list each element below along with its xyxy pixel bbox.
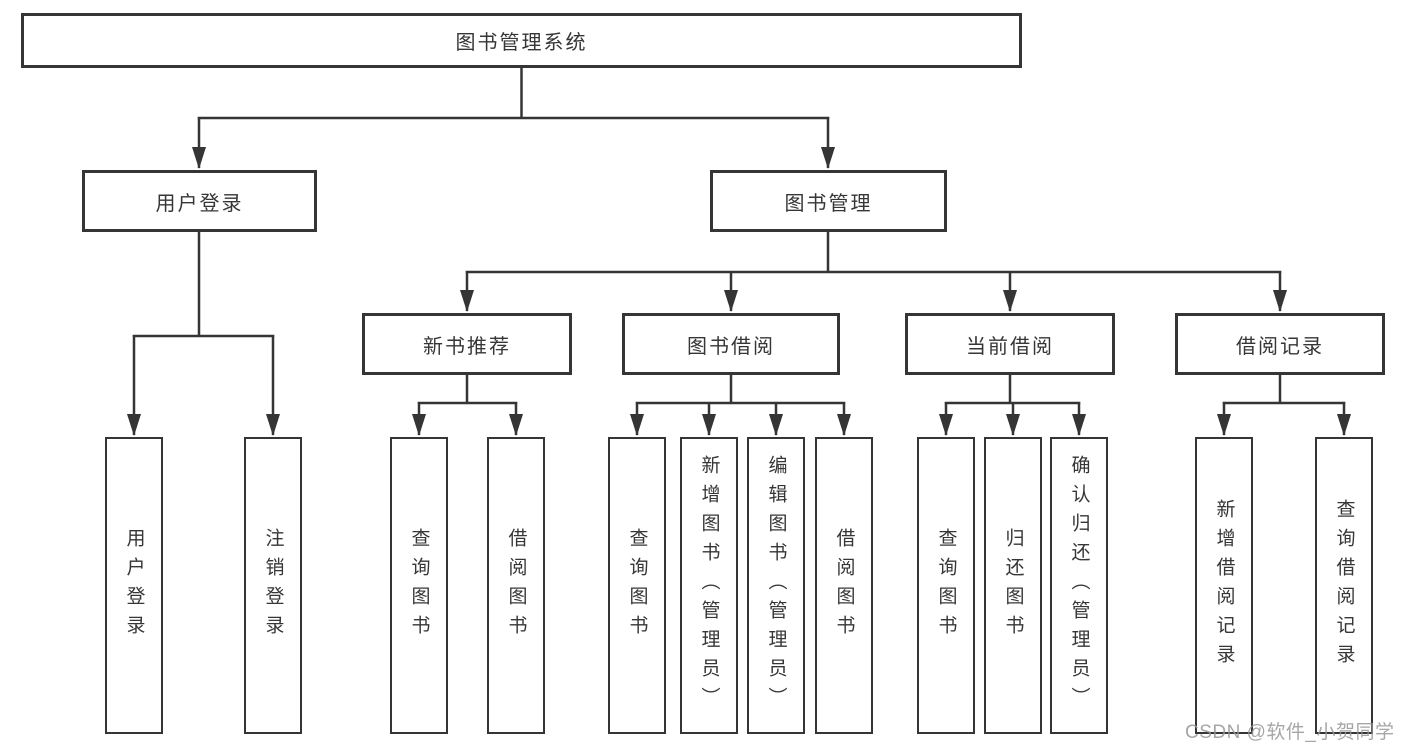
connector-user-login <box>127 230 280 436</box>
connector-root <box>192 66 835 169</box>
node-borrowing-records: 借阅记录 <box>1175 313 1385 375</box>
leaf-query-books-borrow: 查询图书 <box>608 437 666 734</box>
leaf-confirm-return-admin: 确认归还（管理员） <box>1050 437 1108 734</box>
leaf-borrow-books-recommend: 借阅图书 <box>487 437 545 734</box>
leaf-logout: 注销登录 <box>244 437 302 734</box>
csdn-watermark: CSDN @软件_小贺同学 <box>1185 722 1395 743</box>
connector-current-borrow <box>939 373 1086 436</box>
node-label: 借阅图书 <box>505 527 527 644</box>
node-label: 借阅图书 <box>833 527 855 644</box>
node-label: 图书管理系统 <box>455 32 588 54</box>
node-new-book-recommendation: 新书推荐 <box>362 313 572 375</box>
node-label: 查询图书 <box>626 527 648 644</box>
leaf-add-books-admin: 新增图书（管理员） <box>680 437 738 734</box>
node-label: 图书管理 <box>784 192 873 215</box>
leaf-user-login: 用户登录 <box>105 437 163 734</box>
node-label: 注销登录 <box>262 527 284 644</box>
node-label: 新增图书（管理员） <box>698 455 720 716</box>
leaf-add-borrow-record: 新增借阅记录 <box>1195 437 1253 734</box>
node-label: 查询图书 <box>408 527 430 644</box>
node-label: 用户登录 <box>123 527 145 644</box>
node-label: 查询借阅记录 <box>1333 498 1355 673</box>
node-label: 新增借阅记录 <box>1213 498 1235 673</box>
node-label: 借阅记录 <box>1236 335 1324 358</box>
leaf-borrow-books: 借阅图书 <box>815 437 873 734</box>
leaf-query-borrow-record: 查询借阅记录 <box>1315 437 1373 734</box>
leaf-return-books: 归还图书 <box>984 437 1042 734</box>
leaf-query-books-current: 查询图书 <box>917 437 975 734</box>
leaf-query-books-recommend: 查询图书 <box>390 437 448 734</box>
node-label: 用户登录 <box>155 192 244 215</box>
connector-book-borrow <box>630 373 851 436</box>
node-library-management-system: 图书管理系统 <box>21 13 1022 68</box>
node-label: 图书借阅 <box>687 335 775 358</box>
node-book-management: 图书管理 <box>710 170 947 232</box>
node-label: 归还图书 <box>1002 527 1024 644</box>
connector-new-book <box>412 373 523 436</box>
node-current-borrowing: 当前借阅 <box>905 313 1115 375</box>
node-label: 新书推荐 <box>423 335 511 358</box>
connector-borrow-records <box>1217 373 1351 436</box>
node-book-borrowing: 图书借阅 <box>622 313 840 375</box>
node-label: 查询图书 <box>935 527 957 644</box>
connector-book-management <box>460 230 1287 312</box>
node-label: 确认归还（管理员） <box>1068 455 1090 716</box>
node-user-login: 用户登录 <box>82 170 317 232</box>
node-label: 当前借阅 <box>966 335 1054 358</box>
node-label: 编辑图书（管理员） <box>765 455 787 716</box>
leaf-edit-books-admin: 编辑图书（管理员） <box>747 437 805 734</box>
